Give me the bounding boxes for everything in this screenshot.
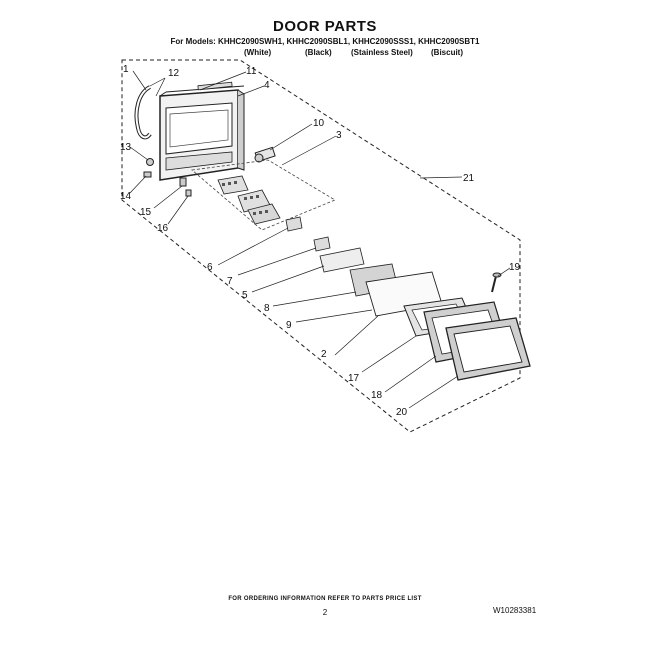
- color-label-biscuit: (Biscuit): [431, 48, 463, 57]
- part-control-boards: [217, 175, 281, 225]
- callout-10: 10: [313, 118, 325, 129]
- part-small-board: [285, 216, 303, 232]
- callout-8: 8: [264, 303, 270, 314]
- color-label-white: (White): [244, 48, 272, 57]
- part-hinge-pin: [146, 158, 154, 166]
- color-label-black: (Black): [305, 48, 332, 57]
- part-outer-frame: [445, 317, 531, 381]
- page-number: 2: [322, 608, 328, 617]
- part-control-assembly-outline: [191, 159, 336, 231]
- callout-2: 2: [321, 349, 327, 360]
- part-clip: [185, 189, 192, 197]
- callout-4: 4: [264, 80, 270, 91]
- part-screw: [143, 171, 152, 178]
- page-title: DOOR PARTS: [273, 18, 377, 35]
- callout-18: 18: [371, 390, 383, 401]
- ordering-note: FOR ORDERING INFORMATION REFER TO PARTS …: [228, 596, 422, 602]
- part-door-frame: [159, 85, 245, 181]
- models-line: For Models: KHHC2090SWH1, KHHC2090SBL1, …: [170, 37, 480, 46]
- callout-13: 13: [120, 142, 132, 153]
- callout-9: 9: [286, 320, 292, 331]
- callout-14: 14: [120, 191, 132, 202]
- part-latch: [254, 146, 276, 163]
- callout-3: 3: [336, 130, 342, 141]
- callout-12: 12: [168, 68, 180, 79]
- assembly-outline: [121, 59, 521, 433]
- callout-7: 7: [227, 276, 233, 287]
- callout-11: 11: [246, 66, 257, 77]
- callout-6: 6: [207, 262, 213, 273]
- callout-20: 20: [396, 407, 408, 418]
- callout-15: 15: [140, 207, 152, 218]
- part-membrane: [319, 247, 365, 273]
- callout-16: 16: [157, 223, 169, 234]
- callout-1: 1: [123, 64, 129, 75]
- callout-5: 5: [242, 290, 248, 301]
- callout-17: 17: [348, 373, 360, 384]
- part-hinge-arm-highlight: [135, 86, 151, 139]
- color-label-stainless: (Stainless Steel): [351, 48, 413, 57]
- part-board-7: [313, 236, 331, 252]
- leader-lines: [129, 70, 511, 409]
- callout-21: 21: [463, 173, 475, 184]
- callout-19: 19: [509, 262, 521, 273]
- document-number: W10283381: [493, 606, 537, 615]
- part-screw-19: [491, 272, 502, 293]
- part-switch: [179, 177, 187, 187]
